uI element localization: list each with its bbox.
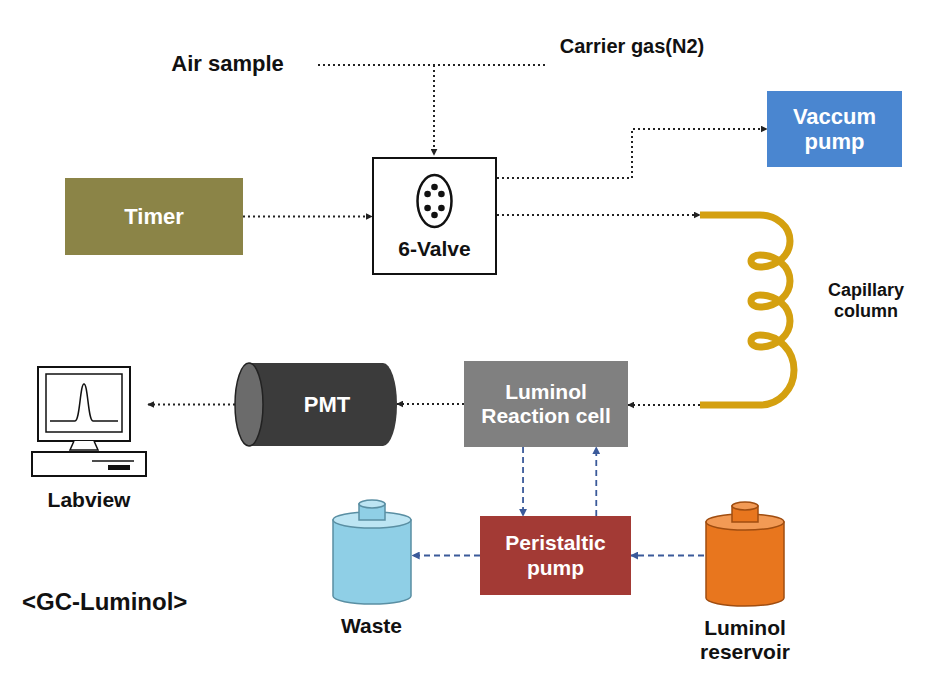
node-shape [30, 366, 148, 478]
valve-box: 6-Valve [372, 157, 497, 275]
flow-arrow [397, 403, 464, 405]
node-label: Peristaltic pump [486, 531, 625, 579]
figure-title: <GC-Luminol> [22, 588, 187, 617]
valve-icon [374, 167, 495, 237]
node-label: Labview [20, 488, 158, 512]
node-shape [704, 500, 786, 608]
node-label: PMT [263, 392, 391, 417]
container-body [333, 520, 411, 604]
carrier-gas-label: Carrier gas(N2) [552, 34, 712, 58]
labview-computer: Labview [30, 366, 148, 506]
waste-container: Waste [325, 498, 418, 638]
peristaltic-pump-box: Peristaltic pump [480, 516, 631, 595]
sample-inlet-line [433, 65, 435, 155]
flow-arrow [628, 404, 700, 406]
node-label: Waste [315, 614, 428, 638]
vacuum-pump-box: Vaccum pump [767, 91, 902, 167]
valve-port [438, 191, 445, 198]
pmt-face [235, 363, 263, 446]
node-label: Capillary column [820, 280, 912, 321]
valve-port [424, 205, 431, 212]
flow-arrow [497, 214, 700, 216]
container-body [706, 522, 784, 606]
column-coil [700, 215, 794, 405]
pmt-cylinder: PMT [235, 362, 397, 447]
reaction-cell-box: Luminol Reaction cell [464, 361, 628, 447]
timer-box: Timer [65, 178, 243, 255]
computer-case [32, 452, 146, 476]
valve-port [438, 205, 445, 212]
node-shape [331, 498, 413, 606]
node-label: Luminol Reaction cell [470, 380, 622, 428]
flow-arrow [595, 447, 597, 516]
valve-port [431, 212, 438, 219]
node-shape [700, 208, 810, 415]
screen [46, 374, 122, 432]
node-label: Timer [124, 204, 184, 229]
sample-label: Air sample [150, 51, 305, 77]
container-cap-top [359, 500, 385, 508]
capillary-column: Capillary column [700, 208, 912, 415]
luminol-reservoir: Luminol reservoir [690, 500, 800, 670]
node-label: Luminol reservoir [680, 616, 810, 664]
valve-port [424, 191, 431, 198]
monitor [38, 367, 130, 441]
container-cap-top [732, 502, 758, 510]
valve-port [431, 184, 438, 191]
flow-arrow [631, 555, 704, 557]
flow-arrow [148, 404, 235, 406]
drive-light [108, 465, 130, 470]
screen-peak [50, 384, 118, 421]
monitor-stand [70, 441, 98, 450]
node-label: Vaccum pump [773, 104, 896, 155]
flow-arrow [522, 447, 524, 516]
flow-arrow [497, 129, 767, 178]
valve-body [418, 175, 452, 227]
node-label: 6-Valve [374, 237, 495, 261]
drive-slot [92, 460, 134, 462]
flow-arrow [413, 555, 481, 557]
flow-arrow [243, 216, 372, 218]
